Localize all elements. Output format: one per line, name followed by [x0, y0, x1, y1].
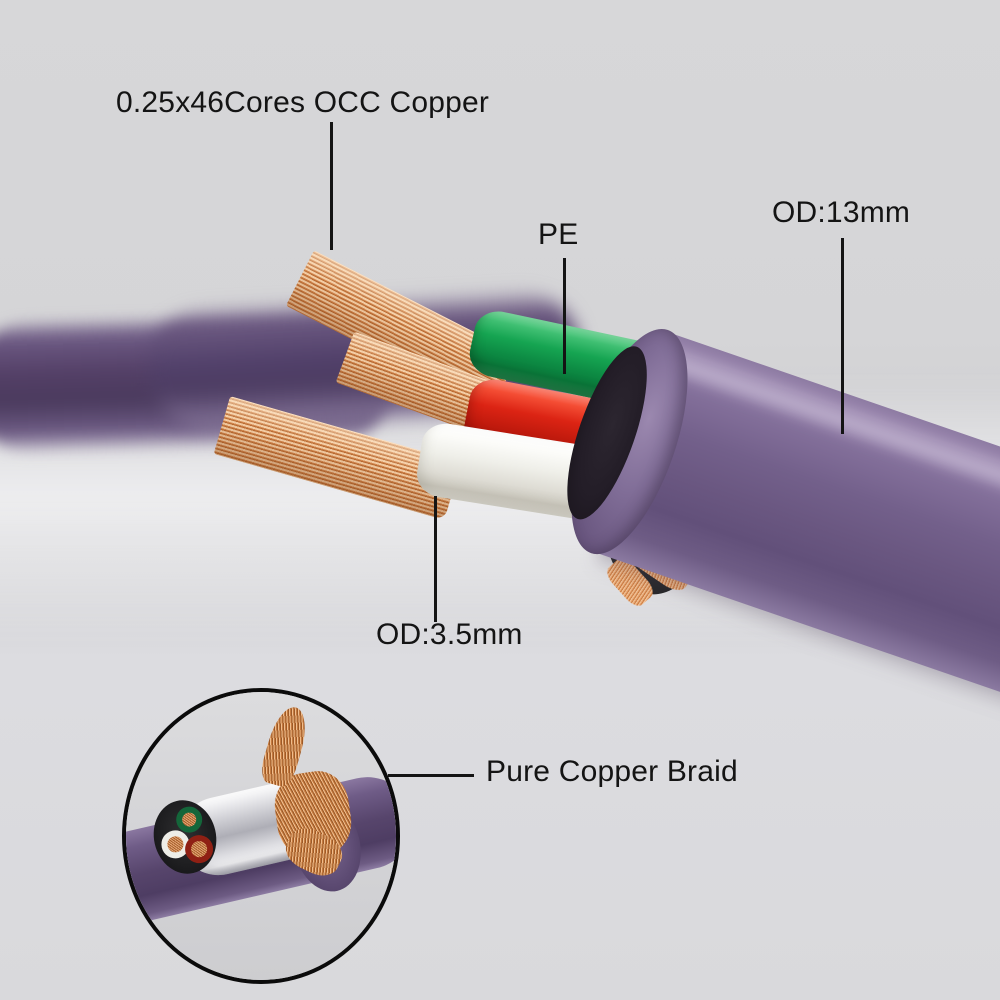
label-od-13mm: OD:13mm — [772, 196, 911, 229]
inset-green-copper-face — [180, 810, 198, 829]
inset-white-copper-face — [165, 834, 185, 854]
inset-red-copper-face — [189, 839, 209, 859]
label-occ-copper: 0.25x46Cores OCC Copper — [116, 86, 490, 119]
label-pe: PE — [538, 218, 579, 251]
label-pure-copper-braid: Pure Copper Braid — [486, 755, 738, 788]
leader-line-od-3-5mm — [434, 496, 437, 622]
leader-line-pe — [563, 258, 566, 374]
detail-circle-inset — [122, 688, 400, 984]
label-od-3-5mm: OD:3.5mm — [376, 618, 523, 651]
leader-line-occ-copper — [330, 122, 333, 250]
leader-line-pure-copper-braid — [388, 774, 474, 777]
leader-line-od-13mm — [841, 238, 844, 434]
